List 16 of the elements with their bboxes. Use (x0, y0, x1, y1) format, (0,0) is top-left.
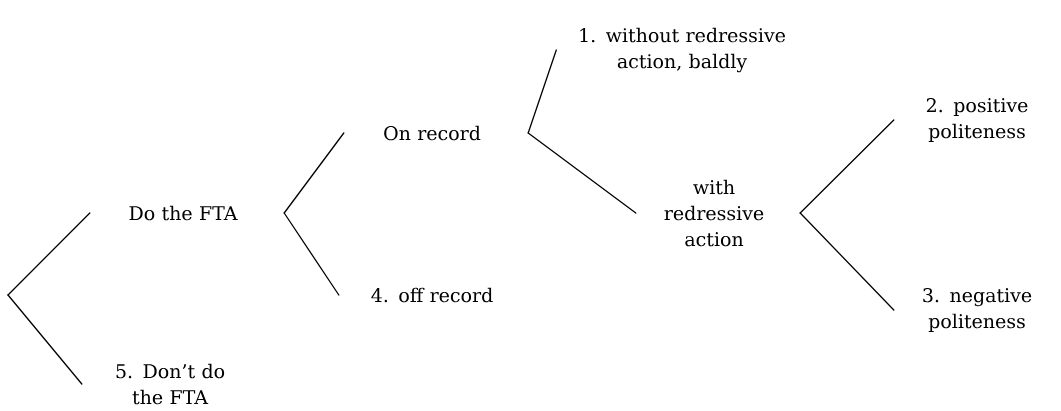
branch-label: with redressive action (664, 179, 764, 247)
branch-label: 5. Don’t do the FTA (116, 363, 225, 405)
branch-label: 1. without redressive action, baldly (580, 27, 785, 73)
branch-label: 2. positive politeness (926, 97, 1028, 142)
branch-label: 4. off record (371, 287, 493, 303)
branch-label: On record (384, 125, 481, 141)
branch-line (7, 212, 91, 296)
branch-line (527, 49, 557, 134)
branch-line (283, 132, 345, 214)
branch-line (799, 119, 895, 214)
branch-line (527, 132, 637, 214)
branch-line (7, 294, 83, 385)
branch-label: 3. negative politeness (923, 287, 1032, 332)
branch-label: Do the FTA (129, 205, 238, 221)
branch-line (283, 212, 340, 296)
branch-line (799, 212, 895, 311)
